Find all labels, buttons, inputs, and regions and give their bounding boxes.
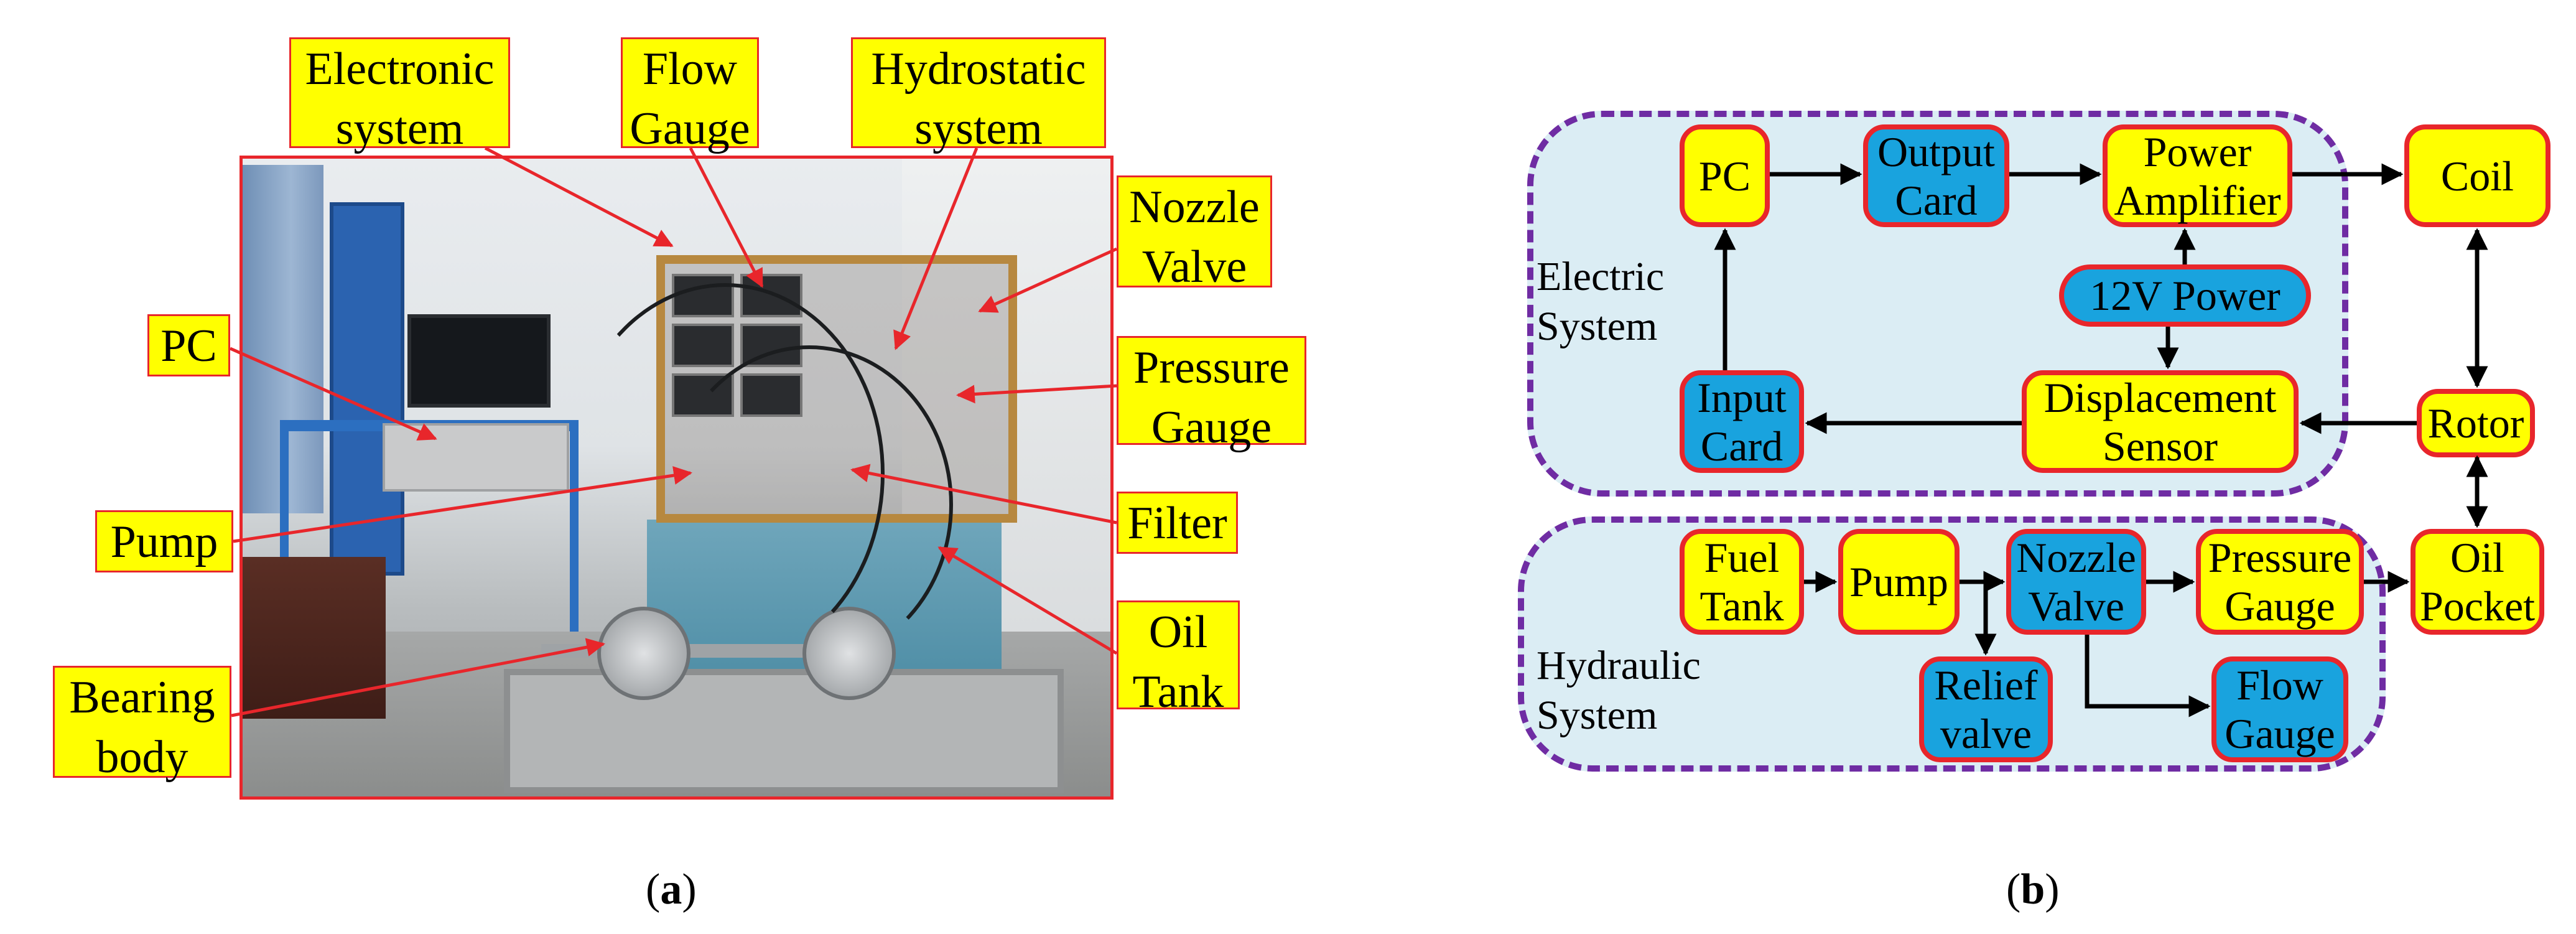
- leader-flow-gauge: [689, 147, 764, 288]
- leader-oil-tank: [937, 546, 1118, 655]
- leader-pump: [233, 466, 692, 543]
- leader-pc: [229, 347, 437, 441]
- leader-hydrostatic-system: [893, 147, 979, 350]
- leader-filter: [850, 464, 1117, 525]
- node-pc: PC: [1680, 124, 1770, 227]
- leader-pressure-gauge: [956, 384, 1117, 404]
- node-pump: Pump: [1838, 529, 1960, 635]
- photo-blue-rack: [330, 202, 404, 576]
- leader-bearing-body: [231, 638, 605, 717]
- leader-nozzle-valve: [978, 247, 1118, 313]
- test-rig-photo: [239, 156, 1114, 800]
- leader-electronic-system: [484, 146, 674, 248]
- label-pump: Pump: [95, 510, 233, 572]
- label-pc: PC: [147, 314, 230, 376]
- node-rotor: Rotor: [2417, 389, 2535, 457]
- node-12v-power: 12V Power: [2059, 264, 2311, 327]
- label-filter: Filter: [1117, 492, 1238, 554]
- photo-bench: [504, 669, 1064, 793]
- photo-hose: [666, 345, 953, 664]
- node-coil: Coil: [2404, 124, 2550, 227]
- caption-a: (a): [646, 866, 697, 913]
- photo-monitor: [407, 314, 551, 408]
- arrow-nozzle-to-flow-gauge: [2085, 635, 2211, 717]
- caption-b: (b): [2006, 866, 2060, 913]
